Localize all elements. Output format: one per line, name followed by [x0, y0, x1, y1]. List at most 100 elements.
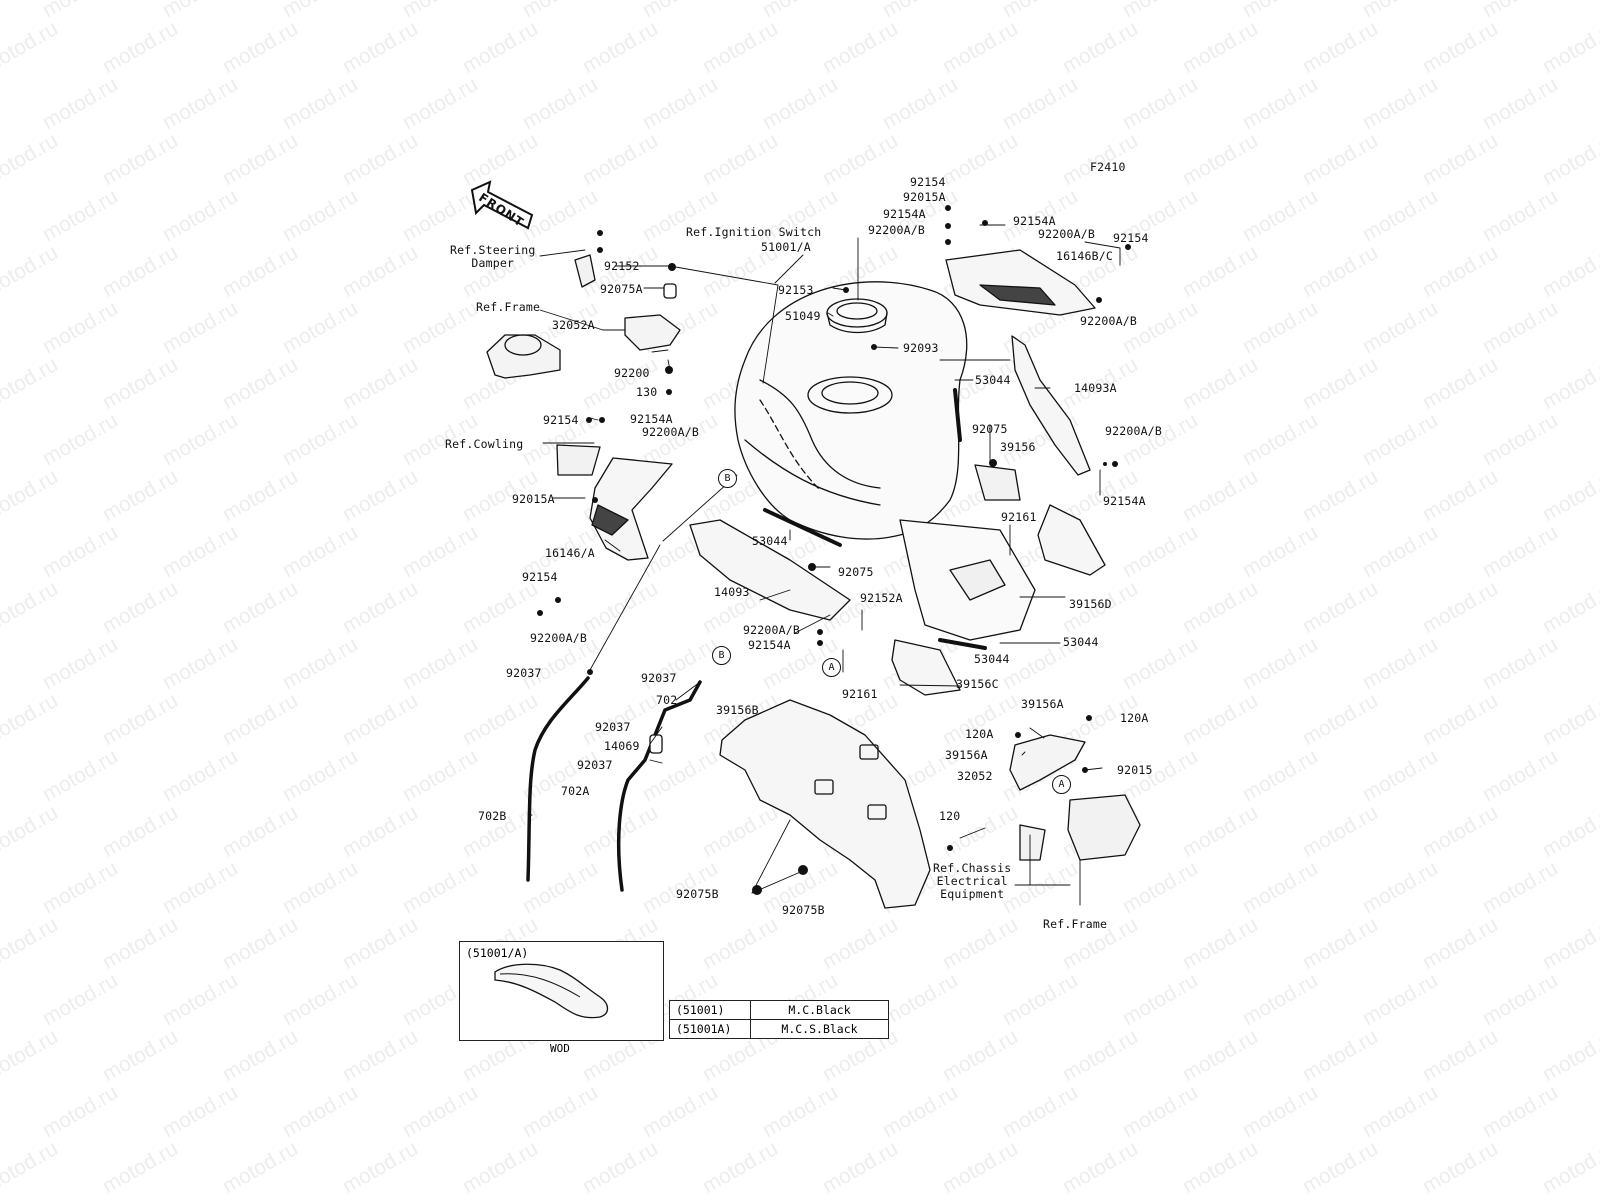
chassis-bracket — [1019, 824, 1046, 861]
part-label-92200AB-top3: 92200A/B — [1080, 314, 1137, 328]
part-label-92154-top1: 92154 — [910, 175, 946, 189]
part-label-39156D: 39156D — [1069, 597, 1112, 611]
part-label-92161-b: 92161 — [842, 687, 878, 701]
part-label-92154A-top2: 92154A — [1013, 214, 1056, 228]
part-label-92075-b: 92075 — [838, 565, 874, 579]
part-label-92200AB-top1: 92200A/B — [868, 223, 925, 237]
part-label-92152: 92152 — [604, 259, 640, 273]
part-label-92037-d: 92037 — [577, 758, 613, 772]
seal-53044-b — [763, 508, 842, 547]
part-label-92200AB-left2: 92200A/B — [530, 631, 587, 645]
steering-damper-bracket — [574, 254, 596, 288]
pump-plate — [949, 559, 1006, 601]
part-label-92154A-right: 92154A — [1103, 494, 1146, 508]
part-label-92037-b: 92037 — [641, 671, 677, 685]
part-label-702A: 702A — [561, 784, 590, 798]
color-name: M.C.S.Black — [750, 1019, 889, 1039]
part-label-120: 120 — [939, 809, 961, 823]
ref-frame-top-label: Ref.Frame — [476, 300, 541, 314]
part-label-92015: 92015 — [1117, 763, 1153, 777]
part-label-92154A-mid: 92154A — [748, 638, 791, 652]
part-label-92075-a: 92075 — [972, 422, 1008, 436]
front-direction-arrow — [470, 180, 534, 230]
ref-ignition-switch-label: Ref.Ignition Switch — [686, 225, 822, 239]
part-label-32052: 32052 — [957, 769, 993, 783]
part-label-92075B-a: 92075B — [676, 887, 719, 901]
table-row: (51001A) M.C.S.Black — [669, 1019, 889, 1039]
part-label-92200: 92200 — [614, 366, 650, 380]
part-label-14093: 14093 — [714, 585, 750, 599]
part-label-39156A-b: 39156A — [945, 748, 988, 762]
color-code: (51001A) — [669, 1019, 751, 1039]
wod-tank-drawing — [494, 963, 609, 1019]
table-row: (51001) M.C.Black — [669, 1000, 889, 1020]
part-label-702: 702 — [656, 693, 678, 707]
frame-bracket-left — [486, 334, 561, 379]
part-label-92037-c: 92037 — [595, 720, 631, 734]
part-label-92075B-b: 92075B — [782, 903, 825, 917]
part-label-51049: 51049 — [785, 309, 821, 323]
color-name: M.C.Black — [750, 1000, 889, 1020]
color-code-table: (51001) M.C.Black (51001A) M.C.S.Black — [669, 1000, 889, 1039]
hose-702B — [526, 676, 590, 882]
part-label-53044-a: 53044 — [975, 373, 1011, 387]
fuel-tank-51001 — [734, 281, 968, 540]
side-cover-14093 — [689, 519, 851, 621]
part-label-39156: 39156 — [1000, 440, 1036, 454]
part-label-92015A-top: 92015A — [903, 190, 946, 204]
part-label-92200AB-left: 92200A/B — [642, 425, 699, 439]
cowling-bracket — [556, 444, 601, 476]
part-label-53044-b: 53044 — [752, 534, 788, 548]
part-label-92153: 92153 — [778, 283, 814, 297]
seal-53044-a — [953, 388, 962, 442]
part-label-92152A: 92152A — [860, 591, 903, 605]
pad-39156 — [974, 464, 1021, 501]
ref-frame-bottom-label: Ref.Frame — [1043, 917, 1108, 931]
part-label-92093: 92093 — [903, 341, 939, 355]
reference-circle-a-right: A — [1052, 775, 1071, 794]
left-cover-16146A — [589, 457, 673, 561]
part-label-32052A: 32052A — [552, 318, 595, 332]
bracket-32052 — [1009, 734, 1086, 791]
part-label-120A-b: 120A — [965, 727, 994, 741]
part-label-130: 130 — [636, 385, 658, 399]
part-label-92154A-top1: 92154A — [883, 207, 926, 221]
part-label-14069: 14069 — [604, 739, 640, 753]
part-label-39156B: 39156B — [716, 703, 759, 717]
part-label-16146A: 16146/A — [545, 546, 595, 560]
pad-39156C — [891, 639, 961, 696]
reference-circle-b-upper: B — [718, 469, 737, 488]
part-label-39156C: 39156C — [956, 677, 999, 691]
reference-circle-b-lower: B — [712, 646, 731, 665]
wod-variant-box: (51001/A) WOD — [459, 941, 664, 1055]
rubber-92075A — [663, 283, 677, 299]
part-label-92154-left2: 92154 — [522, 570, 558, 584]
ref-steering-damper-label: Ref.Steering Damper — [450, 243, 536, 270]
part-label-53044-c: 53044 — [1063, 635, 1099, 649]
frame-piece-right — [1067, 794, 1141, 861]
bracket-32052A — [624, 314, 681, 351]
wod-caption: WOD — [550, 1042, 570, 1055]
ref-chassis-electrical-label: Ref.Chassis Electrical Equipment — [933, 861, 1012, 901]
part-label-92154-left: 92154 — [543, 413, 579, 427]
part-label-702B: 702B — [478, 809, 507, 823]
part-label-92161-a: 92161 — [1001, 510, 1037, 524]
part-label-92015A-left: 92015A — [512, 492, 555, 506]
part-label-39156A-a: 39156A — [1021, 697, 1064, 711]
cover-39156D — [1037, 504, 1106, 576]
ref-cowling-label: Ref.Cowling — [445, 437, 524, 451]
part-label-14093A: 14093A — [1074, 381, 1117, 395]
part-label-92200AB-right: 92200A/B — [1105, 424, 1162, 438]
part-label-92075A: 92075A — [600, 282, 643, 296]
valve-14069 — [649, 734, 663, 754]
part-label-51001A: 51001/A — [761, 240, 811, 254]
wod-variant-title: (51001/A) — [466, 946, 529, 960]
part-label-53044-d: 53044 — [974, 652, 1010, 666]
part-label-92154-top2: 92154 — [1113, 231, 1149, 245]
side-cover-14093A — [1011, 335, 1091, 476]
figure-code: F2410 — [1090, 160, 1126, 174]
fuel-cap-51049 — [826, 298, 888, 334]
cover-39156B — [719, 699, 931, 909]
part-label-92200AB-mid: 92200A/B — [743, 623, 800, 637]
